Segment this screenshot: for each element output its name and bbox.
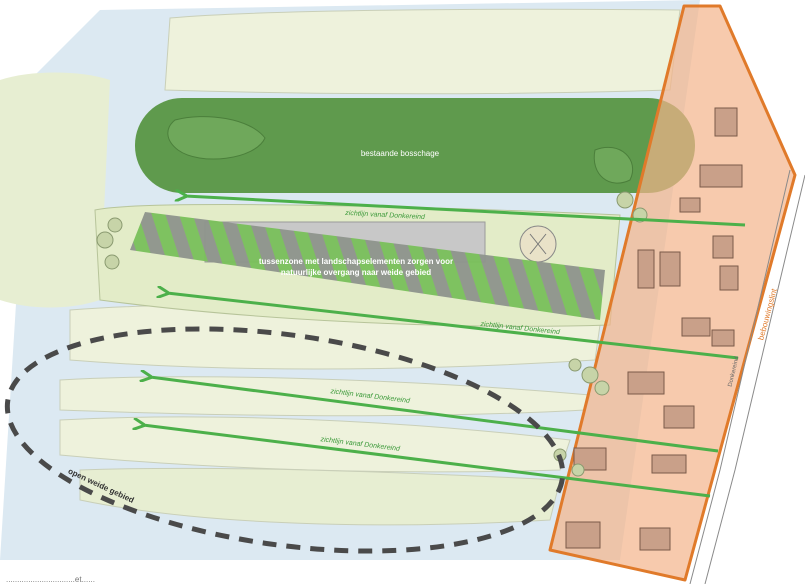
caption-text: ...............................et......: [6, 575, 95, 584]
buffer-label-line2: natuurlijke overgang naar weide gebied: [281, 268, 431, 277]
buffer-zone-stripes: [130, 212, 605, 320]
open-meadow-outline: [4, 326, 566, 554]
buffer-label-line1: tussenzone met landschapselementen zorge…: [259, 257, 453, 266]
houses: [565, 107, 743, 551]
forest-area: [135, 98, 695, 193]
sightline-4-arrow: [143, 425, 711, 498]
sightline-2-arrow: [167, 293, 739, 360]
sightline-1-arrow: [185, 196, 746, 227]
sightline-3-arrow: [150, 377, 719, 453]
sightline-1-label: zichtlijn vanaf Donkereind: [344, 210, 426, 221]
road-donkereind: [689, 169, 805, 584]
forest-label: bestaande bosschage: [361, 149, 440, 158]
sightlines: [143, 196, 746, 498]
